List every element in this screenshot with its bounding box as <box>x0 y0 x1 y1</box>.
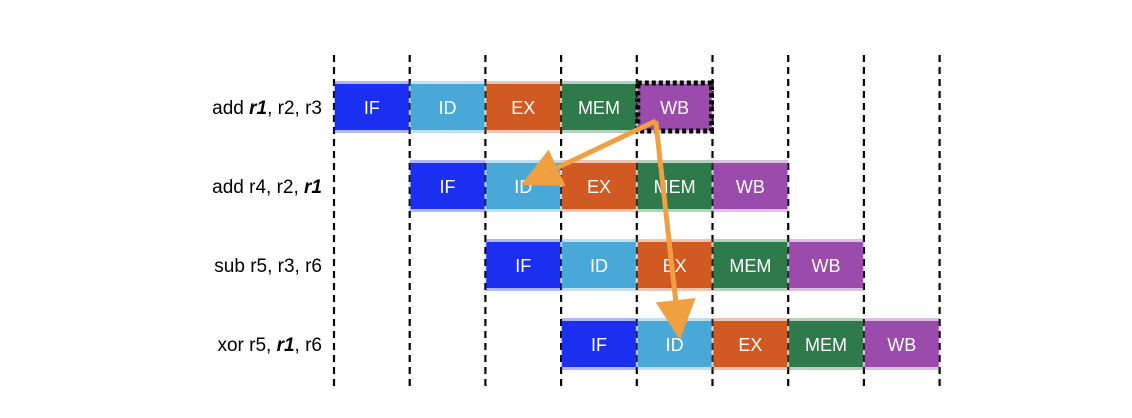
stage-box <box>562 242 636 288</box>
stage-if: IF <box>334 81 410 133</box>
stage-label: ID <box>514 177 532 197</box>
stage-id: ID <box>409 81 486 133</box>
stage-label: IF <box>591 335 607 355</box>
stage-label: ID <box>439 98 457 118</box>
stage-mem: MEM <box>712 239 789 291</box>
stage-label: MEM <box>729 256 771 276</box>
stage-if: IF <box>485 239 562 291</box>
stage-if: IF <box>561 318 637 370</box>
instruction-text: sub r5, r3, r6 <box>214 256 322 277</box>
stage-box <box>562 84 636 130</box>
register-highlight: r1 <box>304 177 322 198</box>
stage-label: EX <box>511 98 535 118</box>
stage-mem: MEM <box>561 81 637 133</box>
stage-label: IF <box>364 98 380 118</box>
instruction-text: xor r5, <box>217 335 276 356</box>
stage-label: WB <box>887 335 916 355</box>
stage-box <box>864 321 939 367</box>
register-highlight: r1 <box>249 98 267 119</box>
stage-if: IF <box>409 160 486 212</box>
stage-label: EX <box>587 177 611 197</box>
stage-label: EX <box>663 256 687 276</box>
stage-wb: WB <box>712 160 789 212</box>
stage-id: ID <box>561 239 637 291</box>
forwarding-arrow <box>653 120 696 340</box>
stage-box <box>562 163 636 209</box>
stage-label: MEM <box>805 335 847 355</box>
stage-label: ID <box>590 256 608 276</box>
stage-label: IF <box>440 177 456 197</box>
stage-box <box>486 242 561 288</box>
stage-box <box>789 242 863 288</box>
instruction-text: , r6 <box>295 335 322 356</box>
stage-label: IF <box>515 256 531 276</box>
stage-id: ID <box>485 160 562 212</box>
stage-label: EX <box>738 335 762 355</box>
stage-id: ID <box>636 318 713 370</box>
stage-ex: EX <box>485 81 562 133</box>
stage-label: WB <box>736 177 765 197</box>
stage-box <box>637 163 712 209</box>
stage-label: WB <box>812 256 841 276</box>
pipeline-stages: IF ID EX MEM WB IF ID EX MEM WB IF ID EX MEM WB IF ID EX M… <box>334 80 940 370</box>
stage-mem: MEM <box>636 160 713 212</box>
instruction-label: xor r5, r1, r6 <box>217 335 322 356</box>
stage-label: WB <box>660 98 689 118</box>
forwarding-arrows <box>521 118 696 340</box>
stage-wb: WB <box>863 318 940 370</box>
hazard-border <box>635 80 714 134</box>
instruction-text: add r4, r2, <box>212 177 304 198</box>
stage-box <box>410 84 485 130</box>
stage-label: ID <box>666 335 684 355</box>
instruction-label: add r4, r2, r1 <box>212 177 322 198</box>
instruction-label: add r1, r2, r3 <box>212 98 322 119</box>
stage-wb: WB <box>788 239 864 291</box>
stage-ex: EX <box>712 318 789 370</box>
cycle-boundary-lines <box>332 55 941 388</box>
instruction-text: , r2, r3 <box>267 98 322 119</box>
stage-box <box>410 163 485 209</box>
stage-box <box>562 321 636 367</box>
instruction-text: add <box>212 98 249 119</box>
stage-box <box>713 321 788 367</box>
stage-box <box>713 163 788 209</box>
stage-label: MEM <box>578 98 620 118</box>
forwarding-arrow <box>521 118 657 186</box>
stage-ex: EX <box>561 160 637 212</box>
stage-box <box>335 84 409 130</box>
instruction-label: sub r5, r3, r6 <box>214 256 322 277</box>
stage-mem: MEM <box>788 318 864 370</box>
stage-box <box>789 321 863 367</box>
stage-box <box>713 242 788 288</box>
stage-box <box>486 84 561 130</box>
register-highlight: r1 <box>277 335 295 356</box>
